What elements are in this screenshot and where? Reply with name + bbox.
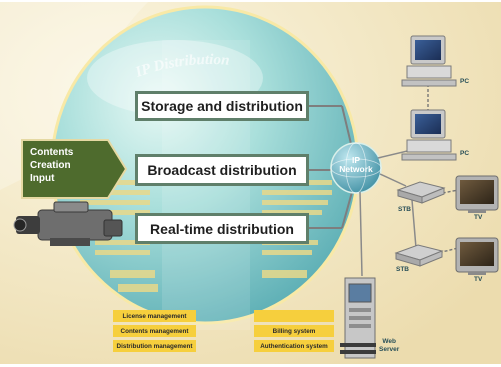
broadcast-distribution-label: Broadcast distribution bbox=[147, 162, 297, 178]
license-management-label: License management bbox=[113, 310, 196, 322]
authentication-system-text: Authentication system bbox=[260, 342, 328, 350]
pc-top-icon bbox=[401, 35, 457, 87]
connector-lines bbox=[308, 105, 353, 229]
pc-top-label: PC bbox=[460, 78, 470, 85]
right-blank-slot bbox=[254, 310, 334, 322]
billing-system-label: Billing system bbox=[254, 325, 334, 337]
broadcast-distribution-box: Broadcast distribution bbox=[135, 154, 309, 186]
contents-input-label: Contents Creation Input bbox=[30, 146, 73, 185]
ip-label-line1: IP bbox=[351, 155, 361, 165]
realtime-distribution-label: Real-time distribution bbox=[150, 220, 294, 237]
tv-top-icon bbox=[455, 175, 499, 213]
stb-bottom-icon bbox=[394, 244, 444, 267]
web-server-icon bbox=[340, 277, 376, 359]
stb-top-icon bbox=[396, 181, 446, 204]
distribution-management-label: Distribution management bbox=[113, 340, 196, 352]
ip-label-line2: Network bbox=[339, 164, 373, 174]
distribution-management-text: Distribution management bbox=[116, 342, 193, 350]
stb-bottom-label: STB bbox=[396, 266, 409, 273]
storage-distribution-label: Storage and distribution bbox=[141, 98, 303, 114]
tv-bottom-icon bbox=[455, 237, 499, 275]
web-server-label: Web Server bbox=[379, 338, 400, 353]
pc-bottom-label: PC bbox=[460, 150, 470, 157]
storage-distribution-box: Storage and distribution bbox=[135, 91, 309, 121]
video-camera-icon bbox=[13, 201, 123, 246]
device-links bbox=[359, 147, 421, 277]
callout-line-creation: Creation bbox=[30, 160, 71, 171]
tv-bottom-label: TV bbox=[474, 276, 483, 283]
license-management-text: License management bbox=[122, 312, 187, 320]
tv-top-label: TV bbox=[474, 214, 483, 221]
realtime-distribution-box: Real-time distribution bbox=[135, 213, 309, 244]
ip-network-globe bbox=[330, 142, 382, 194]
callout-line-contents: Contents bbox=[30, 147, 74, 158]
stb-top-label: STB bbox=[398, 206, 411, 213]
contents-management-label: Contents management bbox=[113, 325, 196, 337]
authentication-system-label: Authentication system bbox=[254, 340, 334, 352]
billing-system-text: Billing system bbox=[272, 327, 316, 335]
pc-bottom-icon bbox=[401, 109, 457, 161]
ip-network-label: IP Network bbox=[336, 156, 376, 174]
contents-input-callout bbox=[21, 139, 128, 199]
contents-management-text: Contents management bbox=[120, 327, 189, 335]
callout-line-input: Input bbox=[30, 173, 55, 184]
